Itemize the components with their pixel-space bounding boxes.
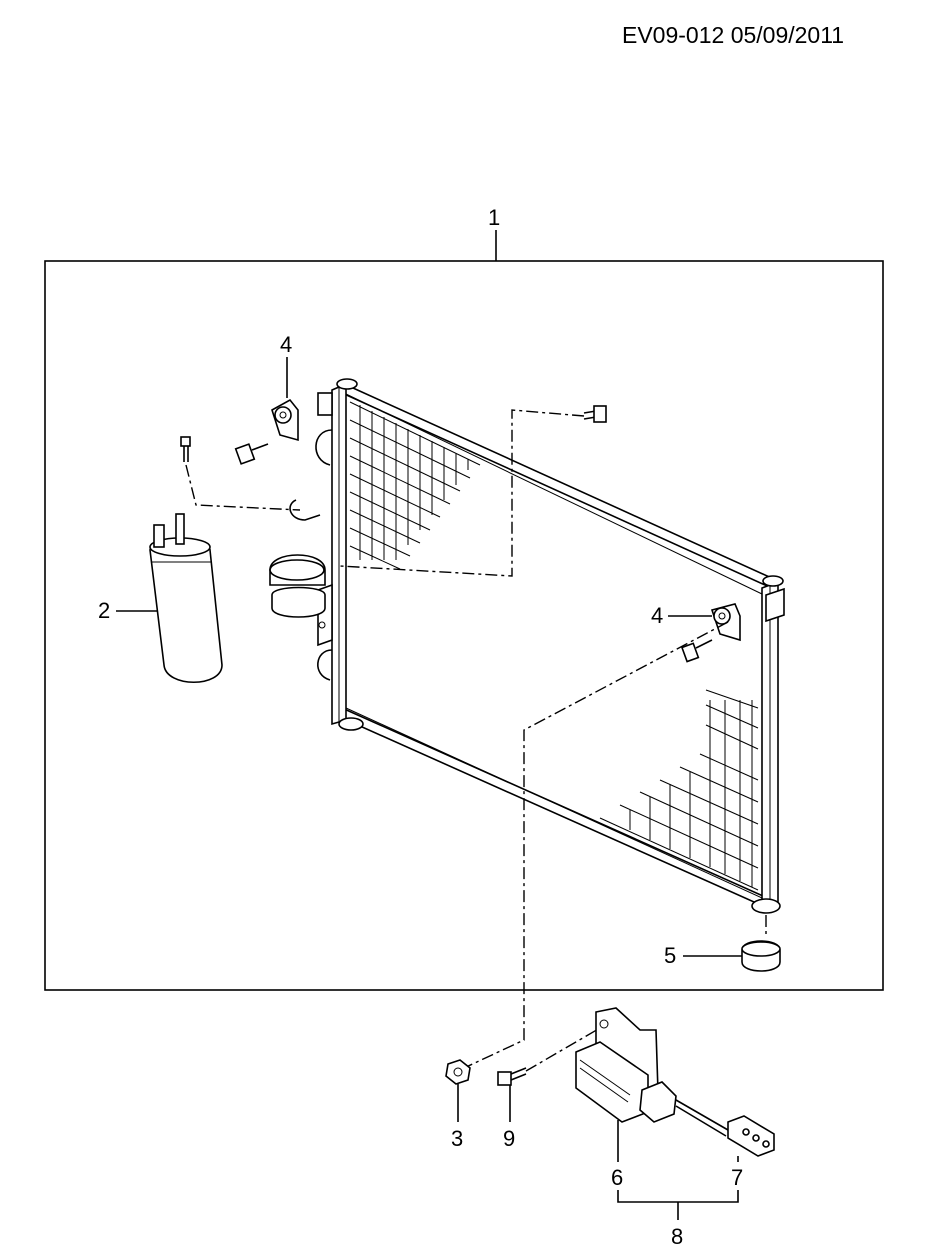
callout-1: 1 bbox=[488, 205, 500, 230]
condenser-icon bbox=[315, 378, 785, 914]
rubber-insulator-icon bbox=[741, 940, 781, 972]
callout-8: 8 bbox=[671, 1224, 683, 1249]
assembly-frame bbox=[44, 260, 884, 991]
bolt-icon bbox=[583, 405, 607, 423]
callout-5: 5 bbox=[664, 943, 676, 968]
control-module-icon bbox=[575, 1007, 677, 1123]
leader-bolt-top bbox=[339, 409, 585, 577]
callout-6: 6 bbox=[611, 1165, 623, 1190]
bolt-icon bbox=[180, 436, 191, 462]
callout-4b: 4 bbox=[651, 603, 663, 628]
callout-9: 9 bbox=[503, 1126, 515, 1151]
leader-9-dash bbox=[525, 1027, 601, 1072]
clamp-icon bbox=[269, 499, 326, 618]
bolt-icon bbox=[497, 1067, 527, 1086]
callout-4a: 4 bbox=[280, 332, 292, 357]
leader-center bbox=[463, 621, 729, 1069]
nut-icon bbox=[445, 1059, 471, 1085]
bracket-icon bbox=[680, 603, 741, 663]
leader-drier-bolt bbox=[185, 464, 301, 511]
callout-3: 3 bbox=[451, 1126, 463, 1151]
diagram-code-date: EV09-012 05/09/2011 bbox=[622, 22, 845, 48]
bracket-icon bbox=[234, 398, 299, 465]
condenser-fins-upper bbox=[349, 401, 481, 570]
receiver-drier-icon bbox=[149, 513, 223, 683]
condenser-fins-lower bbox=[599, 689, 759, 891]
callout-2: 2 bbox=[98, 598, 110, 623]
wiring-connector-icon bbox=[675, 1099, 775, 1157]
callout-7: 7 bbox=[731, 1165, 743, 1190]
group-bracket-8 bbox=[617, 1190, 739, 1203]
